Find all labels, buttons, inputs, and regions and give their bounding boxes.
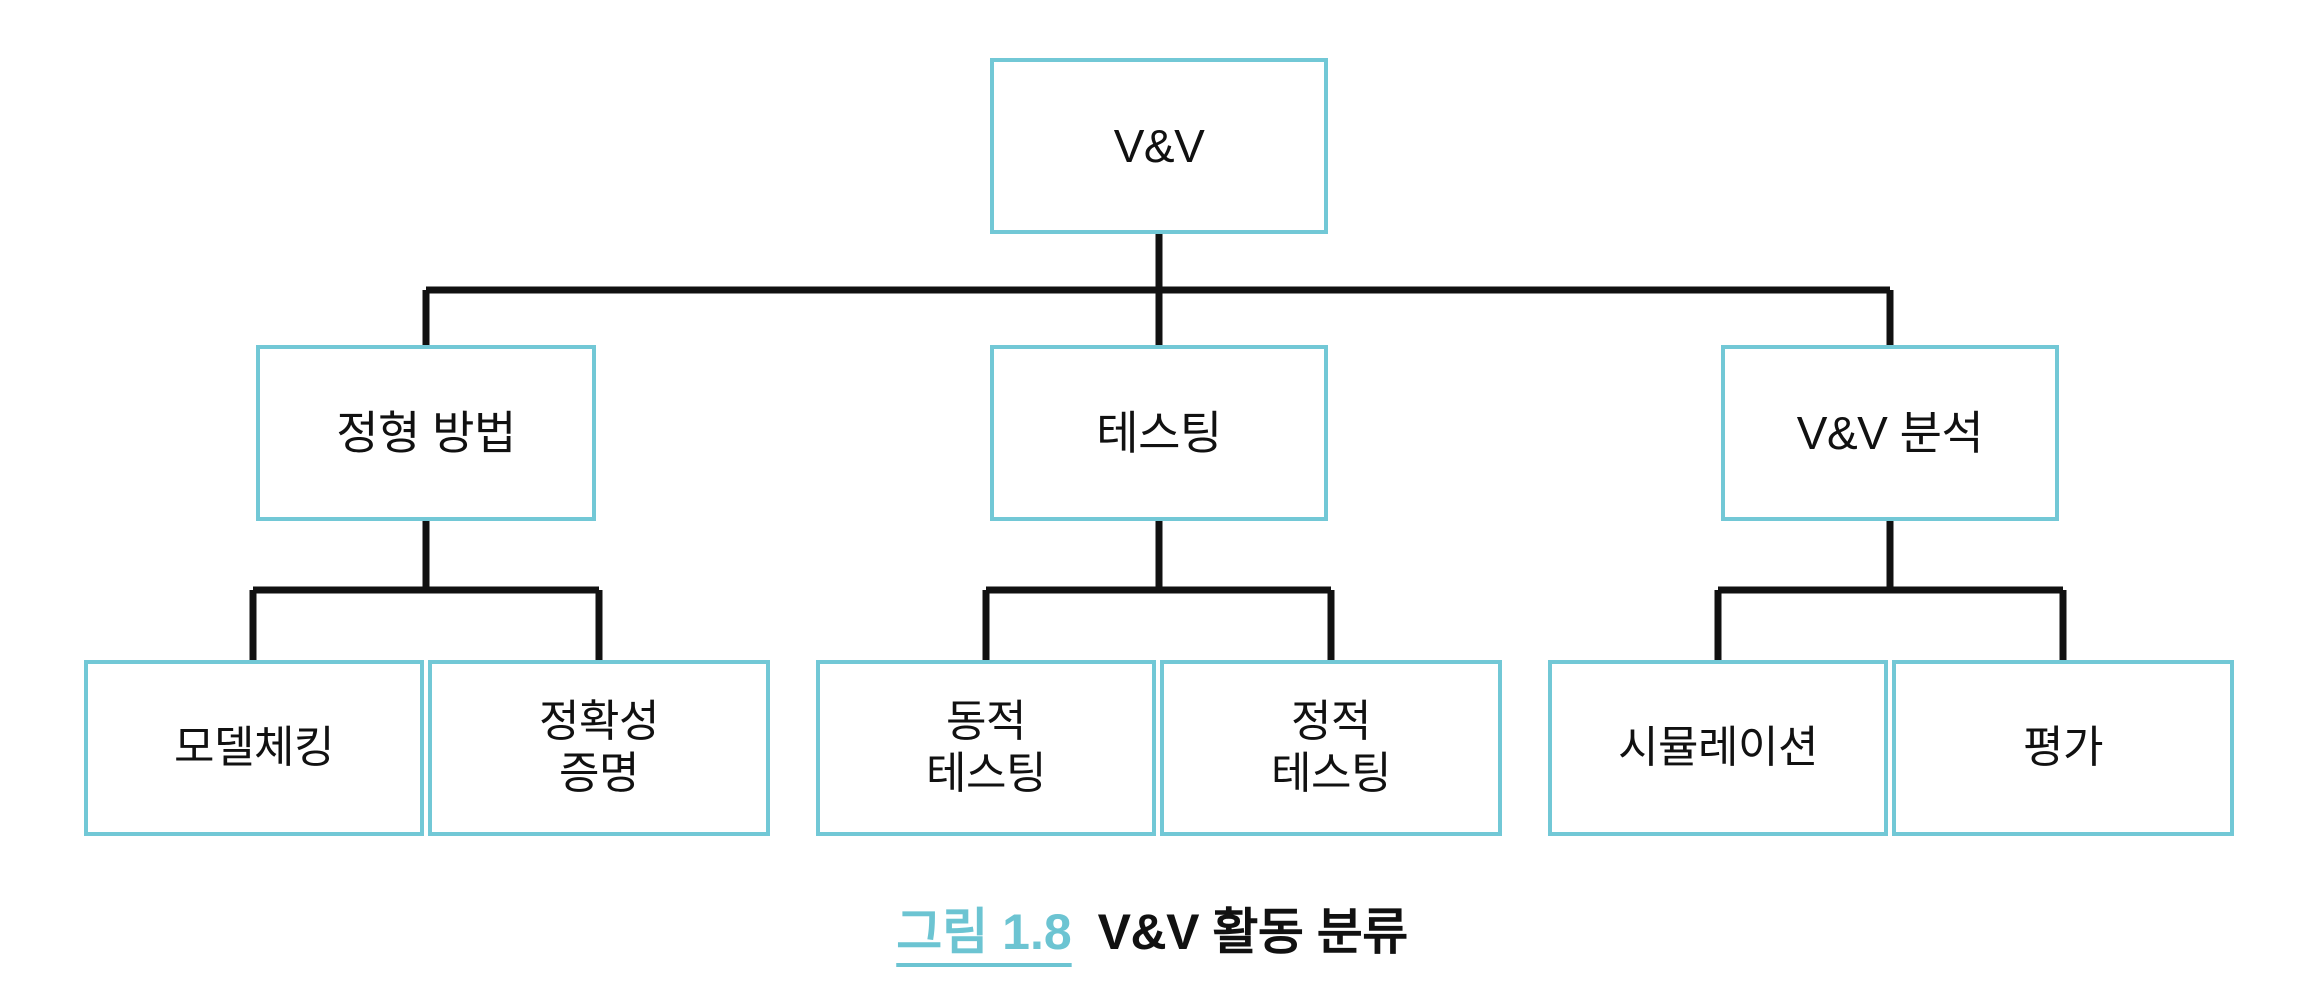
figure-caption: 그림 1.8 V&V 활동 분류 [0, 892, 2304, 964]
node-static-testing[interactable]: 정적 테스팅 [1160, 660, 1502, 836]
figure-number: 그림 1.8 [896, 904, 1072, 960]
node-label: 테스팅 [1096, 406, 1222, 459]
node-testing[interactable]: 테스팅 [990, 345, 1328, 521]
node-label: 모델체킹 [174, 723, 334, 773]
node-dynamic-testing[interactable]: 동적 테스팅 [816, 660, 1156, 836]
node-formal-methods[interactable]: 정형 방법 [256, 345, 596, 521]
node-label: V&V 분석 [1796, 406, 1984, 459]
node-vv-root[interactable]: V&V [990, 58, 1328, 234]
node-simulation[interactable]: 시뮬레이션 [1548, 660, 1888, 836]
node-correctness-proof[interactable]: 정확성 증명 [428, 660, 770, 836]
node-label: 동적 테스팅 [926, 697, 1046, 798]
node-label: 정적 테스팅 [1271, 697, 1391, 798]
node-label: 평가 [2023, 723, 2103, 773]
node-vv-analysis[interactable]: V&V 분석 [1721, 345, 2059, 521]
node-label: 정형 방법 [336, 406, 516, 459]
node-label: V&V [1113, 119, 1205, 172]
node-label: 시뮬레이션 [1618, 723, 1818, 773]
node-evaluation[interactable]: 평가 [1892, 660, 2234, 836]
node-model-checking[interactable]: 모델체킹 [84, 660, 424, 836]
figure-title: V&V 활동 분류 [1097, 904, 1409, 960]
node-label: 정확성 증명 [539, 697, 659, 798]
